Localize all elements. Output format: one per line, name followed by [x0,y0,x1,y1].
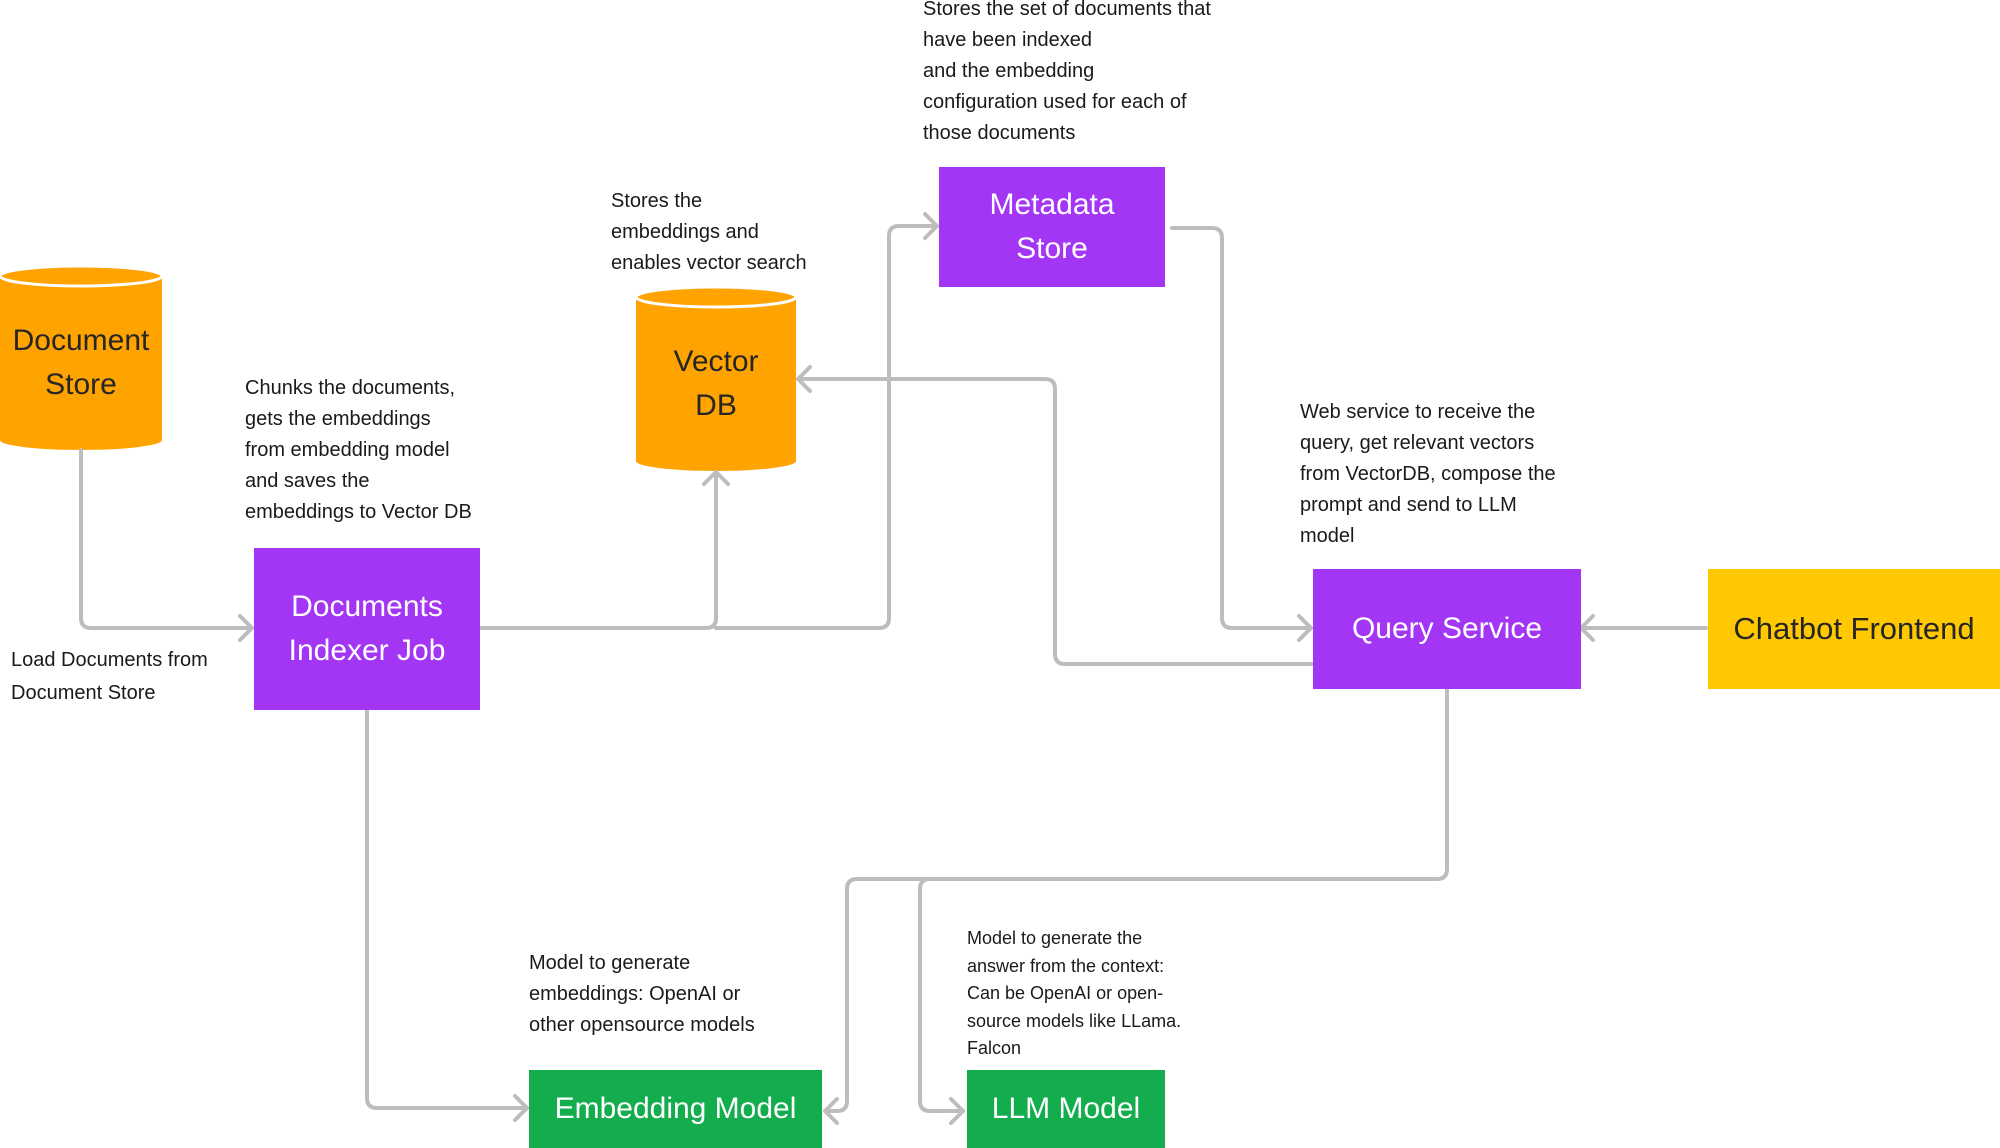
edge-query-service-to-models [823,688,1449,1113]
documents-indexer-job-box: Documents Indexer Job [254,548,480,710]
metadata-store-note: Stores the set of documents that have be… [923,0,1211,144]
query-service-note: Web service to receive the query, get re… [1300,401,1556,547]
document-store-cylinder [0,264,164,450]
arrowhead-embedding-model-query [823,1097,839,1125]
indexer-note: Chunks the documents, gets the embedding… [245,377,472,523]
chatbot-frontend-box: Chatbot Frontend [1708,569,2000,689]
edge-query-service-to-vector-db [796,377,1315,666]
arrowhead-query-service-frontend [1579,614,1595,642]
query-service-box: Query Service [1313,569,1581,689]
vector-db-note: Stores the embeddings and enables vector… [611,190,807,274]
arrowhead-vector-db-input [702,470,730,486]
edge-indexer-to-metadata-store [714,224,939,630]
vector-db-label: Vector DB [673,345,759,422]
metadata-store-box: Metadata Store [939,167,1165,287]
edge-metadata-store-to-query-service [1170,226,1313,630]
arrowhead-embedding-model-input [513,1094,529,1122]
edge-indexer-to-vector-db [478,470,718,630]
arrowhead-indexer-input [238,614,254,642]
arrowhead-query-service-input [1297,614,1313,642]
llm-model-note: Model to generate the answer from the co… [967,928,1182,1058]
embedding-model-note: Model to generate embeddings: OpenAI or … [529,952,755,1036]
arrowhead-vector-db-query [796,365,812,393]
arrowhead-llm-model-input [949,1097,965,1125]
vector-db-cylinder [634,285,798,471]
document-store-label: Document Store [12,324,150,401]
edge-query-service-to-llm-model [918,877,965,1113]
load-documents-note: Load Documents from Document Store [11,649,208,704]
edge-indexer-to-embedding-model [365,708,529,1110]
edge-document-store-to-indexer [79,448,254,630]
arrowhead-metadata-store-input [923,212,939,240]
embedding-model-box: Embedding Model [529,1070,822,1148]
llm-model-box: LLM Model [967,1070,1165,1148]
